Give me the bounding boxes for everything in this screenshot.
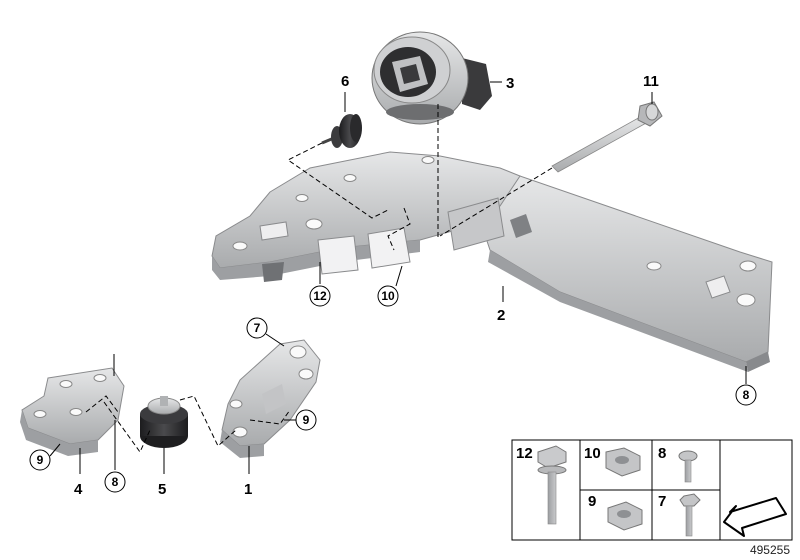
callout-9-left-circle: [29, 449, 51, 471]
callout-10-circle: [377, 285, 399, 307]
crossmember-part-2: [211, 151, 773, 372]
bolt-part-11: [551, 101, 663, 173]
callout-11: 11: [643, 73, 659, 90]
callout-12: 12: [313, 289, 327, 303]
assembly-lines-top: [287, 104, 553, 251]
callout-4: 4: [74, 481, 83, 498]
callouts: 3 6 11 2 12 10 8 7 9 1 5: [29, 73, 757, 498]
diagram-reference-number: 495255: [750, 543, 790, 557]
bracket-part-1: [220, 339, 321, 458]
callout-7: 7: [254, 321, 261, 335]
bolt-12-icon: [537, 445, 567, 525]
legend-label-10: 10: [584, 445, 601, 462]
callout-9-right: 9: [303, 413, 310, 427]
callout-8-right: 8: [743, 388, 750, 402]
legend-label-12: 12: [516, 445, 533, 462]
callout-8-left: 8: [112, 475, 119, 489]
callout-2: 2: [497, 307, 505, 324]
callout-7-circle: [246, 317, 268, 339]
transmission-mount-part-3: [371, 31, 492, 125]
fastener-legend-table: 12 10 8 9 7: [511, 439, 793, 541]
callout-10: 10: [381, 289, 395, 303]
nut-9-icon: [607, 501, 643, 531]
orientation-arrow-icon: [723, 497, 787, 537]
bolt-7-icon: [679, 493, 701, 537]
assembly-lines-bottom: [85, 395, 291, 453]
bolt-8-icon: [678, 450, 698, 483]
legend-label-9: 9: [588, 493, 596, 510]
bracket-part-4: [20, 354, 125, 456]
callout-8-right-circle: [735, 384, 757, 406]
callout-1: 1: [244, 481, 252, 498]
nut-10-icon: [605, 447, 641, 477]
callout-12-circle: [309, 285, 331, 307]
rubber-mount-part-5: [140, 396, 188, 448]
legend-label-7: 7: [658, 493, 666, 510]
callout-5: 5: [158, 481, 166, 498]
callout-3: 3: [506, 75, 514, 92]
callout-9-left: 9: [37, 453, 44, 467]
callout-6: 6: [341, 73, 349, 90]
callout-8-left-circle: [104, 471, 126, 493]
legend-label-8: 8: [658, 445, 666, 462]
bump-stop-part-6: [321, 114, 362, 148]
